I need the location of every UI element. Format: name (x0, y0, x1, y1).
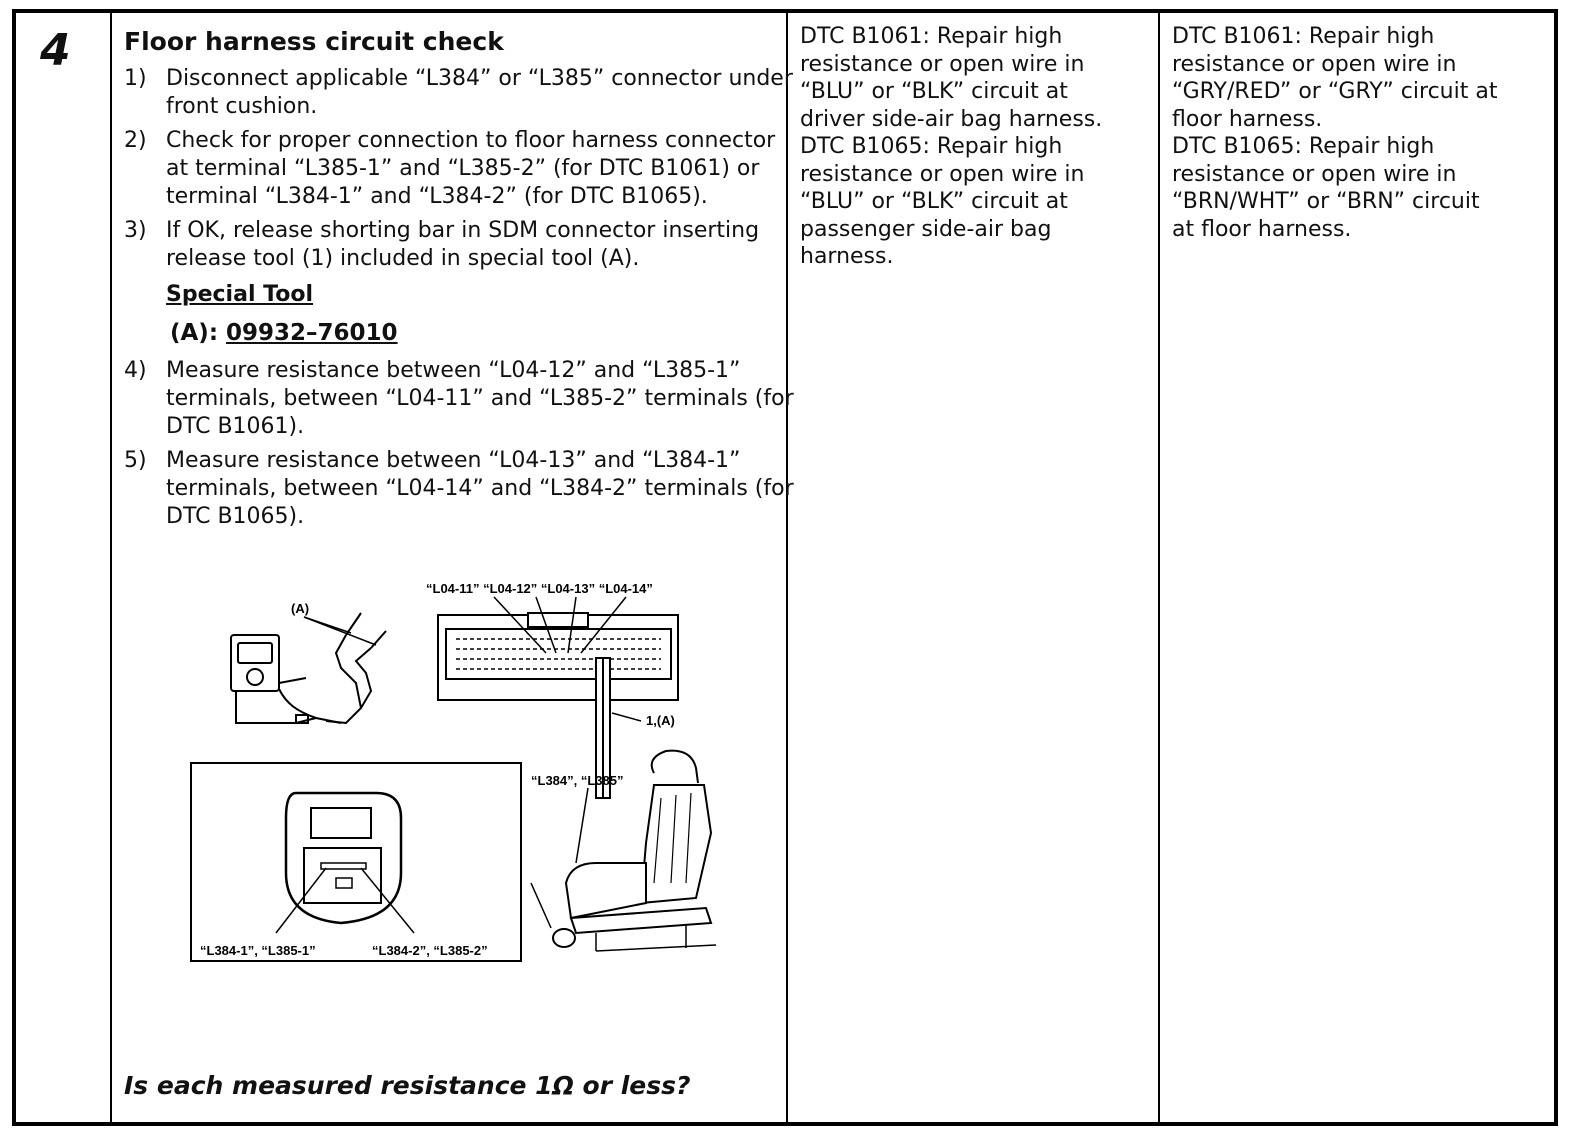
step-title: Floor harness circuit check (124, 27, 504, 56)
no-line: resistance or open wire in (1172, 161, 1457, 187)
step-index: 2) (124, 128, 147, 153)
no-line: “BRN/WHT” or “BRN” circuit (1172, 189, 1480, 214)
terminal-right-label: “L384-2”, “L385-2” (372, 943, 488, 958)
connector-face-icon (284, 791, 403, 925)
yes-result: DTC B1061: Repair high resistance or ope… (800, 23, 1145, 271)
check-question: Is each measured resistance 1Ω or less? (124, 1071, 691, 1100)
no-line: DTC B1065: Repair high (1172, 134, 1435, 159)
yes-line: resistance or open wire in (800, 161, 1085, 187)
ohmmeter-icon (230, 612, 387, 725)
special-tool-heading: Special Tool (166, 282, 313, 307)
no-line: at floor harness. (1172, 216, 1352, 242)
special-tool-label: (A): (170, 320, 219, 346)
step-number: 4 (40, 25, 71, 76)
procedure-step: 4) Measure resistance between “L04-12” a… (124, 357, 794, 441)
special-tool-line: (A): 09932–76010 (166, 319, 794, 347)
procedure-step: 5) Measure resistance between “L04-13” a… (124, 447, 794, 531)
terminal-labels: “L04-11” “L04-12” “L04-13” “L04-14” (426, 581, 653, 596)
column-divider (110, 13, 112, 1122)
step-text: Check for proper connection to floor har… (166, 128, 776, 209)
no-line: floor harness. (1172, 106, 1323, 132)
column-divider (1158, 13, 1160, 1122)
procedure-step: 3) If OK, release shorting bar in SDM co… (124, 217, 794, 273)
tool-label: 1,(A) (646, 713, 675, 728)
step-text: Measure resistance between “L04-13” and … (166, 448, 794, 529)
seat-connector-label: “L384”, “L385” (531, 773, 624, 788)
no-line: DTC B1061: Repair high (1172, 24, 1435, 49)
yes-line: DTC B1061: Repair high (800, 24, 1063, 49)
sdm-connector-icon (437, 612, 679, 799)
step-index: 3) (124, 218, 147, 243)
no-line: “GRY/RED” or “GRY” circuit at (1172, 79, 1498, 104)
wiring-illustration: (A) “L04-11” “L04-12” “L04-13” “L04-14” … (190, 581, 717, 962)
step-text: If OK, release shorting bar in SDM conne… (166, 218, 760, 271)
seat-icon (552, 749, 717, 952)
step-text: Measure resistance between “L04-12” and … (166, 358, 794, 439)
step-index: 5) (124, 448, 147, 473)
yes-line: driver side-air bag harness. (800, 106, 1103, 132)
step-index: 4) (124, 358, 147, 383)
procedure-step: 1) Disconnect applicable “L384” or “L385… (124, 65, 794, 121)
no-line: resistance or open wire in (1172, 51, 1457, 77)
yes-line: harness. (800, 244, 894, 269)
yes-line: passenger side-air bag (800, 216, 1052, 242)
troubleshooting-table: 4 Floor harness circuit check 1) Disconn… (12, 9, 1558, 1126)
no-result: DTC B1061: Repair high resistance or ope… (1172, 23, 1547, 243)
procedure-steps: 1) Disconnect applicable “L384” or “L385… (124, 65, 794, 537)
column-divider (786, 13, 788, 1122)
procedure-step: 2) Check for proper connection to floor … (124, 127, 794, 211)
yes-line: DTC B1065: Repair high (800, 134, 1063, 159)
step-index: 1) (124, 66, 147, 91)
yes-line: “BLU” or “BLK” circuit at (800, 79, 1068, 104)
step-text: Disconnect applicable “L384” or “L385” c… (166, 66, 793, 119)
yes-line: resistance or open wire in (800, 51, 1085, 77)
meter-label: (A) (291, 601, 309, 616)
connector-inset-frame (190, 762, 522, 962)
special-tool-code: 09932–76010 (226, 320, 398, 346)
terminal-left-label: “L384-1”, “L385-1” (200, 943, 316, 958)
special-tool-block: Special Tool (A): 09932–76010 (124, 281, 794, 347)
yes-line: “BLU” or “BLK” circuit at (800, 189, 1068, 214)
